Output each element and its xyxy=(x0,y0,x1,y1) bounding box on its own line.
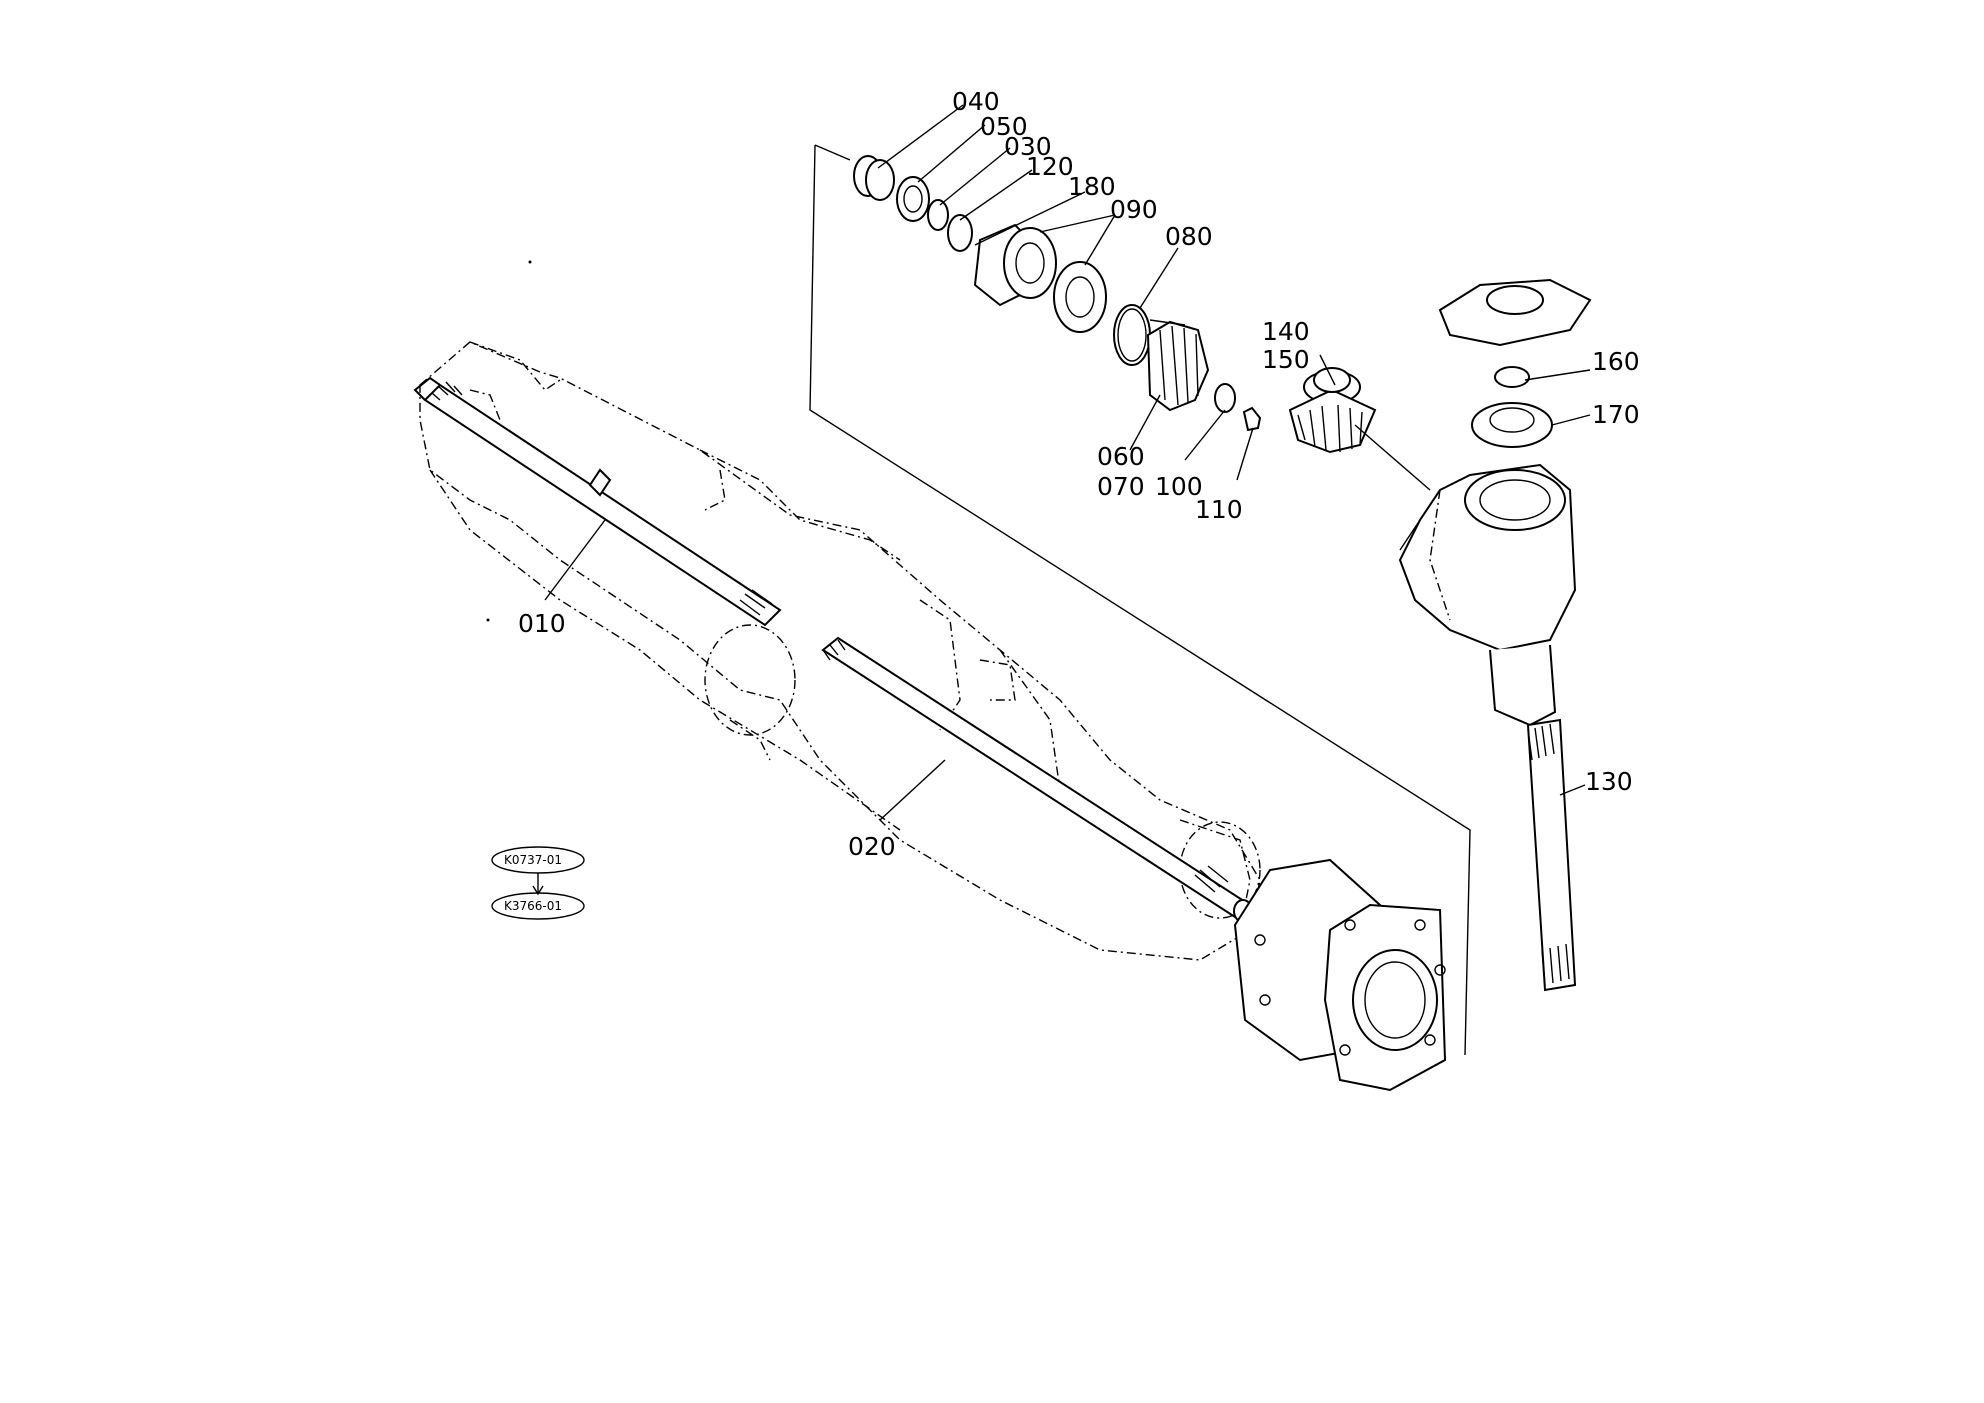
label-140: 140 xyxy=(1262,317,1310,346)
leader-lines xyxy=(544,104,1591,821)
label-090: 090 xyxy=(1110,195,1158,224)
vertical-shaft-130 xyxy=(1526,718,1577,992)
bearing-stack xyxy=(853,155,1262,432)
exploded-assembly-frame xyxy=(809,144,1471,1056)
callout-labels: 040 050 030 120 180 090 080 140 150 160 … xyxy=(518,87,1640,861)
top-flange-bearing xyxy=(1438,278,1592,448)
part-080-snap-ring xyxy=(1113,304,1151,366)
part-090-bearing-a xyxy=(1003,227,1057,299)
label-080: 080 xyxy=(1165,222,1213,251)
reference-code-tags: K0737-01 K3766-01 xyxy=(491,846,585,920)
stray-mark xyxy=(528,260,532,264)
label-040: 040 xyxy=(952,87,1000,116)
part-100-washer xyxy=(1214,383,1236,413)
label-030: 030 xyxy=(1004,132,1052,161)
hub-housing xyxy=(1233,858,1447,1092)
ref-code-to: K3766-01 xyxy=(504,899,562,913)
part-030-circlip xyxy=(927,199,949,231)
label-050: 050 xyxy=(980,112,1028,141)
label-060: 060 xyxy=(1097,442,1145,471)
ref-code-from: K0737-01 xyxy=(504,853,562,867)
axle-housing xyxy=(419,341,1261,961)
part-050-seal xyxy=(896,176,930,222)
pinion-gear xyxy=(1288,367,1431,491)
part-170-bearing xyxy=(1471,402,1553,448)
label-120: 120 xyxy=(1026,152,1074,181)
label-130: 130 xyxy=(1585,767,1633,796)
knuckle-housing xyxy=(1398,463,1577,727)
label-180: 180 xyxy=(1068,172,1116,201)
stray-mark xyxy=(486,618,490,622)
part-110-bolt xyxy=(1242,406,1262,432)
label-010: 010 xyxy=(518,609,566,638)
label-070: 070 xyxy=(1097,472,1145,501)
label-150: 150 xyxy=(1262,345,1310,374)
label-020: 020 xyxy=(848,832,896,861)
shaft-010 xyxy=(413,376,782,627)
part-090-bearing-b xyxy=(1053,261,1107,333)
part-120-ring xyxy=(947,214,973,252)
label-170: 170 xyxy=(1592,400,1640,429)
label-110: 110 xyxy=(1195,495,1243,524)
label-100: 100 xyxy=(1155,472,1203,501)
label-160: 160 xyxy=(1592,347,1640,376)
